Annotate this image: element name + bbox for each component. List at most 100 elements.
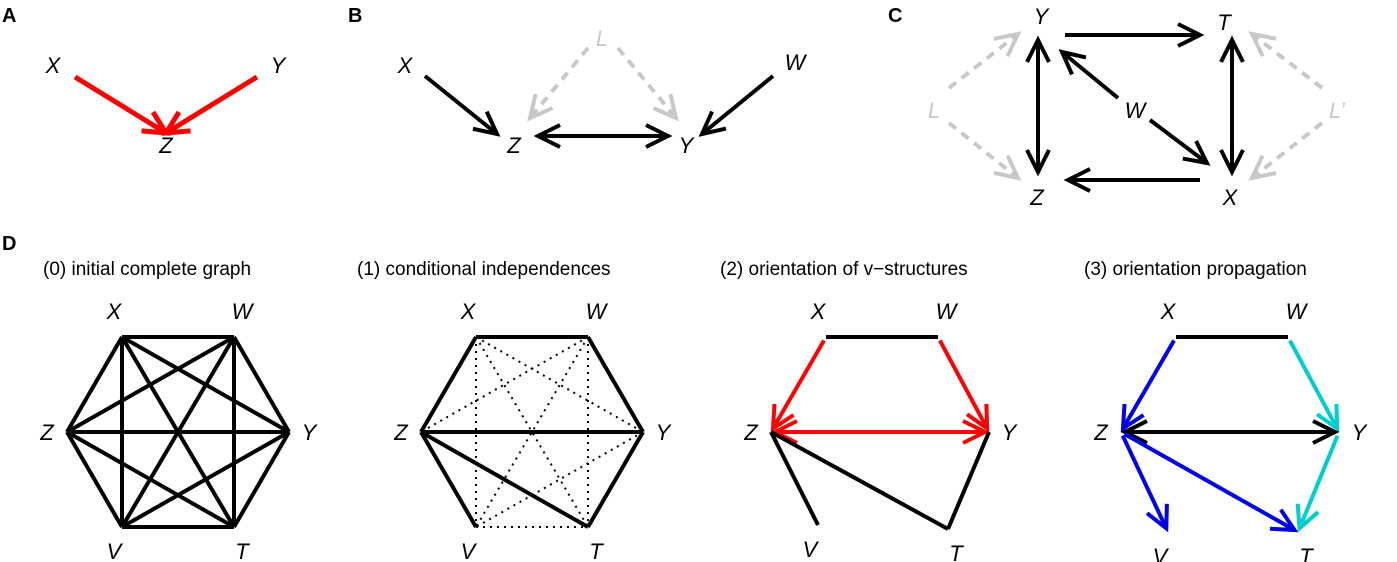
arrowhead-W-Y <box>1058 49 1087 76</box>
arrowhead-L-Y <box>652 93 679 122</box>
arrowhead-Y-Z <box>1025 149 1051 177</box>
node-label-Z: Z <box>506 133 522 158</box>
node-label-V: V <box>803 537 820 562</box>
edge-W-X <box>1148 118 1209 165</box>
edge-X-Y <box>475 336 644 433</box>
arrowhead-X-Z <box>472 110 501 137</box>
arrowhead-Y-T <box>1295 503 1320 533</box>
edge-W-V <box>475 336 589 528</box>
node-label-X: X <box>106 299 123 324</box>
node-label-Z: Z <box>1093 420 1109 445</box>
edge-Y-Z <box>164 74 259 136</box>
edge-W-Y <box>938 339 989 430</box>
node-label-Y: Y <box>679 133 695 158</box>
arrowhead-Y-Z <box>533 123 561 149</box>
edge-Z-T <box>420 430 589 529</box>
node-label-T: T <box>589 539 604 562</box>
node-label-Y: Y <box>1002 420 1018 445</box>
edge-Y-T <box>946 431 991 530</box>
node-label-T: T <box>1299 544 1314 562</box>
edge-X-Z <box>1121 339 1176 430</box>
panel-letter-A: A <box>2 5 16 27</box>
node-label-X: X <box>1222 185 1239 210</box>
edge-X-Z <box>65 335 124 434</box>
arrowhead-Lp-T <box>1248 31 1277 58</box>
node-label-X: X <box>810 299 827 324</box>
edge-X-T <box>475 336 589 528</box>
edge-X-Z <box>771 339 826 430</box>
edge-Z-T <box>770 430 949 531</box>
arrowhead-Z-T <box>1269 508 1299 533</box>
node-label-Z: Z <box>39 420 55 445</box>
node-label-L: L <box>928 98 940 123</box>
edge-W-Y <box>700 74 775 136</box>
edge-Z-T <box>1123 432 1296 532</box>
arrowhead-W-Y <box>1315 403 1340 433</box>
edge-L-Z <box>528 46 590 120</box>
arrowhead-Z-Y <box>645 123 673 149</box>
node-label-Lp: L’ <box>1329 98 1346 123</box>
node-label-W: W <box>936 299 959 324</box>
edge-Y-T <box>586 430 645 529</box>
arrowhead-Z-Y <box>1312 419 1340 445</box>
node-label-T: T <box>949 541 964 562</box>
arrowhead-X-Z <box>1120 403 1145 433</box>
edge-Z-V <box>65 430 124 529</box>
step-3-title: (3) orientation propagation <box>1084 259 1307 280</box>
arrowhead-W-Y <box>965 403 990 433</box>
node-label-Z: Z <box>393 420 409 445</box>
edge-X-Z <box>73 74 168 136</box>
edge-Y-V <box>121 430 290 529</box>
node-label-X: X <box>1160 299 1177 324</box>
arrowhead-Y-Z <box>1120 419 1148 445</box>
arrowhead-Lp-X <box>1248 154 1277 181</box>
node-label-T: T <box>1217 10 1232 35</box>
arrowhead-L-Y <box>993 31 1022 58</box>
node-label-Y: Y <box>1352 420 1368 445</box>
edge-X-Z <box>423 74 499 136</box>
step-2-title: (2) orientation of v−structures <box>720 259 968 280</box>
node-label-Y: Y <box>656 420 672 445</box>
node-label-W: W <box>232 299 255 324</box>
edge-Z-T <box>66 430 235 529</box>
node-label-X: X <box>397 53 414 78</box>
node-label-Z: Z <box>743 420 759 445</box>
node-label-Z: Z <box>1029 185 1045 210</box>
node-label-Y: Y <box>271 53 287 78</box>
edge-Lp-T <box>1250 32 1324 90</box>
node-label-X: X <box>45 53 62 78</box>
panel-letter-B: B <box>348 5 362 27</box>
edge-Z-V <box>1120 434 1169 530</box>
arrowhead-L-Z <box>993 154 1022 181</box>
arrowhead-W-Y <box>698 110 727 137</box>
arrowhead-Z-Y <box>1025 35 1051 63</box>
arrowhead-X-Z <box>1063 167 1091 193</box>
node-label-W: W <box>785 50 808 75</box>
edge-L-Y <box>947 32 1020 90</box>
node-label-L: L <box>596 26 608 51</box>
arrowhead-T-X <box>1219 149 1245 177</box>
arrowhead-Y-T <box>1177 22 1205 48</box>
step-2-graph: X W Z Y V T <box>743 299 1017 562</box>
edge-W-Z <box>66 335 235 434</box>
arrowhead-X-Z <box>770 403 795 433</box>
node-label-W: W <box>586 299 609 324</box>
step-0-title: (0) initial complete graph <box>43 259 251 280</box>
edge-L-Y <box>616 46 678 120</box>
arrowhead-L-Z <box>527 93 554 122</box>
panel-D: D (0) initial complete graph (1) conditi… <box>2 233 1368 562</box>
arrowhead-Z-Y <box>962 419 990 445</box>
panel-letter-D: D <box>2 233 16 255</box>
node-label-V: V <box>1153 544 1170 562</box>
panel-letter-C: C <box>888 5 902 27</box>
edge-W-Y <box>232 335 291 434</box>
arrowhead-Z-V <box>1145 503 1169 533</box>
step-3-graph: X W Z Y V T <box>1093 299 1367 562</box>
node-label-W: W <box>1286 299 1309 324</box>
edge-Y-T <box>232 430 291 529</box>
